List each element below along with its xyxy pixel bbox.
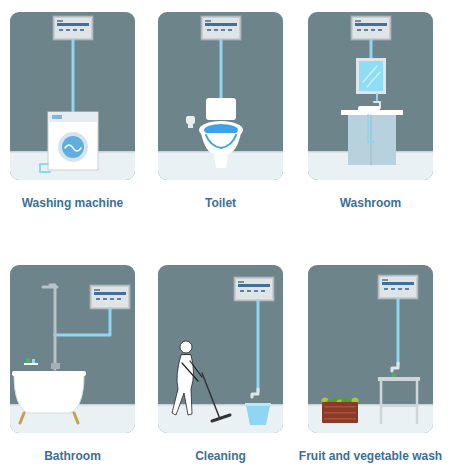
scene-panel: Bathroom bbox=[10, 265, 135, 433]
scene-panel: Fruit and vegetable wash bbox=[308, 265, 433, 433]
scene-illustration bbox=[10, 12, 135, 180]
sink-table bbox=[378, 377, 420, 381]
toilet-tank bbox=[206, 98, 236, 120]
scene-panel: Cleaning bbox=[158, 265, 283, 433]
vanity-cabinet bbox=[348, 115, 396, 165]
bathtub-rim bbox=[12, 371, 86, 376]
purifier-unit bbox=[378, 275, 418, 299]
scene-caption: Fruit and vegetable wash bbox=[299, 449, 442, 463]
scene-illustration bbox=[158, 12, 283, 180]
scene-illustration bbox=[10, 265, 135, 433]
paper-roll bbox=[186, 116, 195, 124]
scene-caption: Bathroom bbox=[44, 449, 101, 463]
mirror bbox=[356, 58, 386, 94]
scene-panel: Washing machine bbox=[10, 12, 135, 180]
scene-illustration bbox=[158, 265, 283, 433]
purifier-unit bbox=[234, 277, 274, 301]
washing-machine bbox=[48, 112, 98, 170]
purifier-unit bbox=[201, 16, 241, 40]
scene-caption: Toilet bbox=[205, 196, 236, 210]
scene-illustration bbox=[308, 12, 433, 180]
cleaner-figure bbox=[172, 341, 202, 415]
scene-caption: Washing machine bbox=[22, 196, 124, 210]
scene-caption: Cleaning bbox=[195, 449, 246, 463]
scene-illustration bbox=[308, 265, 433, 433]
purifier-unit bbox=[90, 285, 130, 309]
scene-panel: Toilet bbox=[158, 12, 283, 180]
scene-caption: Washroom bbox=[340, 196, 402, 210]
scene-panel: Washroom bbox=[308, 12, 433, 180]
purifier-unit bbox=[351, 16, 391, 40]
purifier-unit bbox=[53, 16, 93, 40]
produce-basket bbox=[322, 398, 359, 424]
